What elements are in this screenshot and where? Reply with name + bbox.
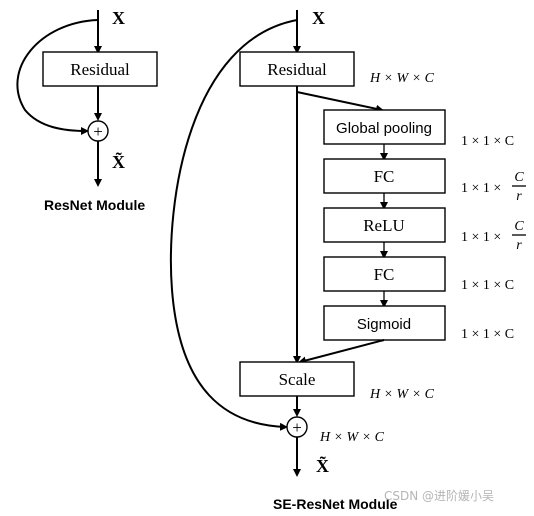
resnet-residual-box [42,51,158,87]
se-add-dim: H × W × C [319,430,385,445]
se-scale-dim: H × W × C [369,387,435,402]
se-fc1-box [323,158,446,194]
resnet-output-label: X̃ [112,152,125,172]
se-fc2-dim: 1 × 1 × C [461,278,514,293]
se-branch-arrow [296,91,384,113]
se-fc1-dim-numerator: C [514,170,524,185]
se-scale-label: Scale [279,370,316,389]
se-fc2-label: FC [374,265,395,284]
se-caption: SE-ResNet Module [273,496,398,512]
se-sigmoid-box [323,305,446,341]
se-relu-dim-numerator: C [514,219,524,234]
se-input-label: X [312,8,325,28]
resnet-input-label: X [112,8,125,28]
se-output-label: X̃ [316,456,329,476]
se-fc1-dim: 1 × 1 × [461,181,501,196]
resnet-caption: ResNet Module [44,197,145,213]
se-fc2-box [323,256,446,292]
se-relu-dim-denominator: r [516,238,522,253]
se-sigmoid-dim: 1 × 1 × C [461,327,514,342]
se-residual-label: Residual [267,60,327,79]
se-fc1-dim-denominator: r [516,189,522,204]
se-sigmoid-to-scale [298,339,385,365]
resnet-skip-connection [16,19,99,135]
watermark: CSDN @进阶媛小吴 [384,489,494,503]
resnet-module: X Residual + X̃ ResNet Module [16,8,158,213]
se-residual-dim: H × W × C [369,71,435,86]
se-scale-box [239,361,355,397]
resnet-residual-label: Residual [70,60,130,79]
se-fc1-label: FC [374,167,395,186]
se-relu-label: ReLU [363,216,405,235]
se-global-pooling-dim: 1 × 1 × C [461,134,514,149]
resnet-add-symbol: + [93,122,103,141]
se-resnet-module: X Residual H × W × C Global pooling 1 × … [169,8,526,512]
se-relu-dim: 1 × 1 × [461,230,501,245]
se-add-symbol: + [292,418,302,437]
se-skip-connection [169,19,298,431]
se-global-pooling-label: Global pooling [336,120,432,137]
se-sigmoid-label: Sigmoid [357,316,411,333]
